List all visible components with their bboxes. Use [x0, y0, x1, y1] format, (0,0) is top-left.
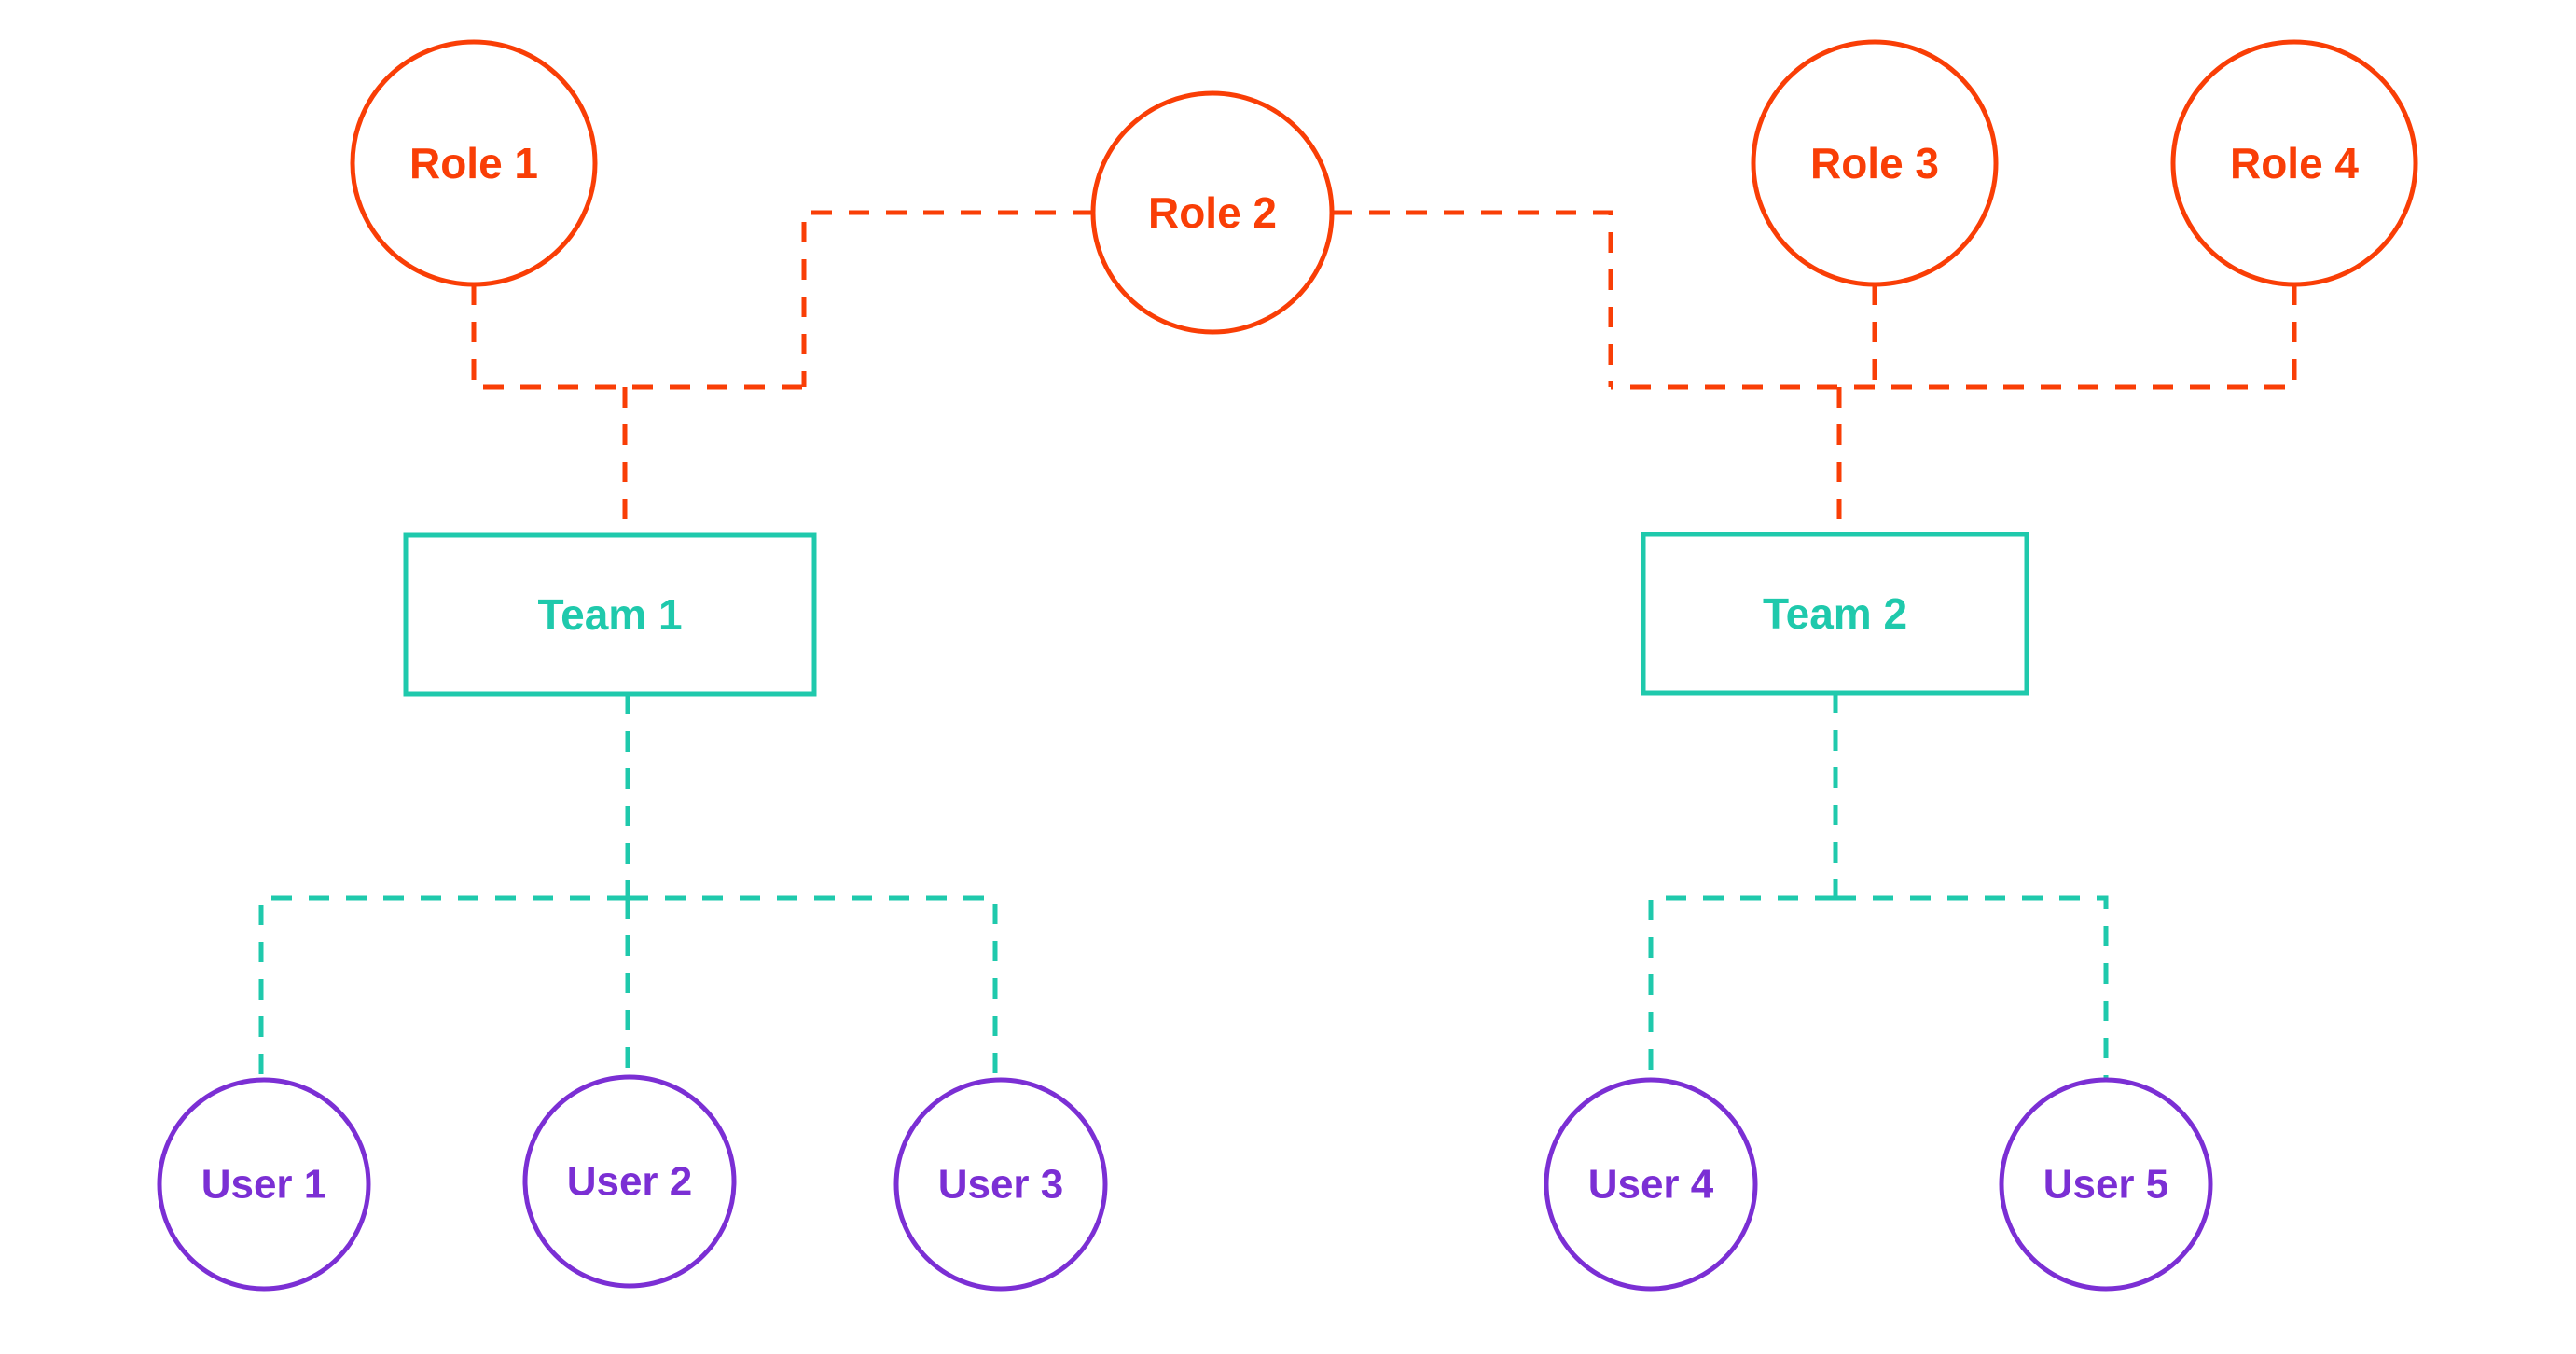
user-4-circle[interactable]: [1544, 1077, 1758, 1292]
role-to-team-edges: [471, 210, 2297, 535]
role-2-circle[interactable]: [1090, 90, 1335, 335]
role-nodes: Role 1 Role 2 Role 3 Role 4: [350, 39, 2418, 335]
user-1-label: User 1: [201, 1162, 327, 1208]
node-user-4[interactable]: User 4: [1544, 1077, 1758, 1292]
node-role-2[interactable]: Role 2: [1090, 90, 1335, 335]
user-3-circle[interactable]: [893, 1077, 1108, 1292]
edge-bus-user3: [628, 895, 998, 1080]
team-1-label: Team 1: [537, 590, 682, 639]
team-to-user-edges: [258, 693, 2109, 1080]
node-user-1[interactable]: User 1: [157, 1077, 371, 1292]
edge-role2-team1: [801, 210, 1093, 387]
role-3-circle[interactable]: [1751, 39, 1999, 287]
node-user-5[interactable]: User 5: [1999, 1077, 2213, 1292]
edge-bus-user5: [1835, 895, 2109, 1080]
role-4-label: Role 4: [2230, 139, 2359, 187]
role-1-label: Role 1: [409, 139, 538, 187]
node-role-1[interactable]: Role 1: [350, 39, 598, 287]
user-2-label: User 2: [567, 1159, 693, 1205]
role-3-label: Role 3: [1810, 139, 1939, 187]
role-4-circle[interactable]: [2170, 39, 2418, 287]
team-2-box[interactable]: [1641, 532, 2029, 696]
user-4-label: User 4: [1588, 1162, 1714, 1208]
user-5-label: User 5: [2043, 1162, 2169, 1208]
edge-role2-team2: [1332, 210, 1613, 387]
node-user-2[interactable]: User 2: [522, 1074, 737, 1289]
edge-bus-user4: [1648, 895, 1835, 1080]
team-2-label: Team 2: [1763, 589, 1907, 638]
user-1-circle[interactable]: [157, 1077, 371, 1292]
team-nodes: Team 1 Team 2: [403, 532, 2029, 697]
team-1-box[interactable]: [403, 532, 817, 697]
edge-role4-team2: [1611, 284, 2297, 390]
user-nodes: User 1 User 2 User 3 User 4 User 5: [157, 1074, 2213, 1292]
edge-role1-team1: [471, 284, 804, 390]
role-2-label: Role 2: [1148, 188, 1277, 237]
user-2-circle[interactable]: [522, 1074, 737, 1289]
node-role-4[interactable]: Role 4: [2170, 39, 2418, 287]
role-1-circle[interactable]: [350, 39, 598, 287]
node-team-2[interactable]: Team 2: [1641, 532, 2029, 696]
node-team-1[interactable]: Team 1: [403, 532, 817, 697]
user-5-circle[interactable]: [1999, 1077, 2213, 1292]
node-user-3[interactable]: User 3: [893, 1077, 1108, 1292]
edge-bus-user1: [258, 895, 628, 1080]
node-role-3[interactable]: Role 3: [1751, 39, 1999, 287]
user-3-label: User 3: [938, 1162, 1064, 1208]
